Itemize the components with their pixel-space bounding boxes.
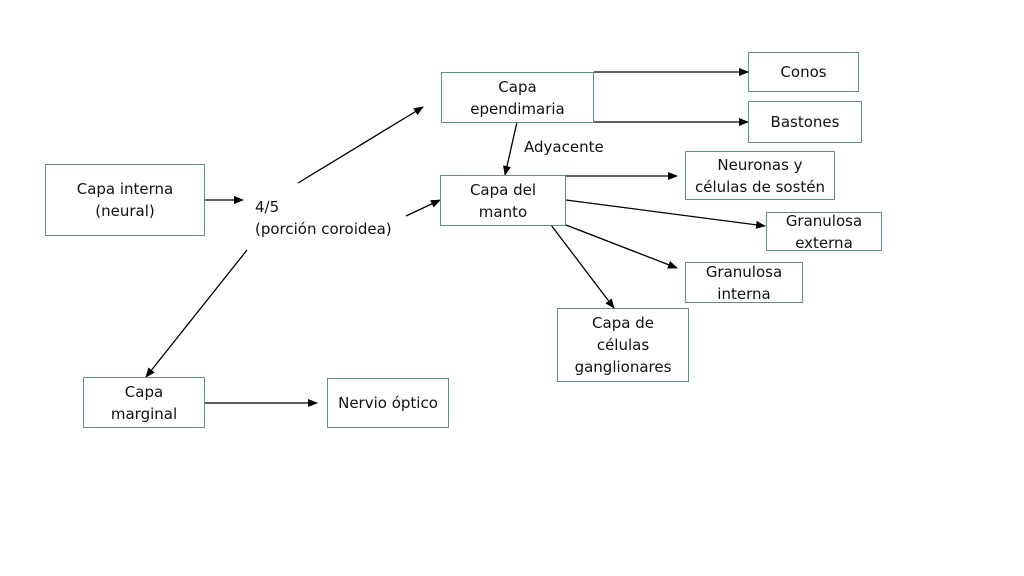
node-conos: Conos — [748, 52, 859, 92]
node-ganglionares: Capa de células ganglionares — [557, 308, 689, 382]
arrow-manto-to-granulosa-interna — [565, 224, 678, 269]
arrow-manto-to-ganglionares — [550, 224, 615, 309]
node-capa-marginal: Capa marginal — [83, 377, 205, 428]
node-capa-ependimaria: Capa ependimaria — [441, 72, 594, 123]
arrow-manto-to-granulosa-externa — [565, 199, 766, 229]
label-adyacente: Adyacente — [524, 138, 604, 156]
arrow-porcion-to-manto — [405, 199, 441, 217]
node-capa-del-manto: Capa del manto — [440, 175, 566, 226]
arrow-ependimaria-to-manto — [503, 121, 518, 176]
arrow-porcion-to-marginal — [145, 249, 248, 378]
node-granulosa-interna: Granulosa interna — [685, 262, 803, 303]
arrow-porcion-to-ependimaria — [297, 106, 424, 184]
node-neuronas: Neuronas y células de sostén — [685, 151, 835, 200]
node-capa-interna: Capa interna (neural) — [45, 164, 205, 236]
node-bastones: Bastones — [748, 101, 862, 143]
node-granulosa-externa: Granulosa externa — [766, 212, 882, 251]
label-porcion-coroidea: 4/5 (porción coroidea) — [255, 198, 392, 238]
node-nervio-optico: Nervio óptico — [327, 378, 449, 428]
